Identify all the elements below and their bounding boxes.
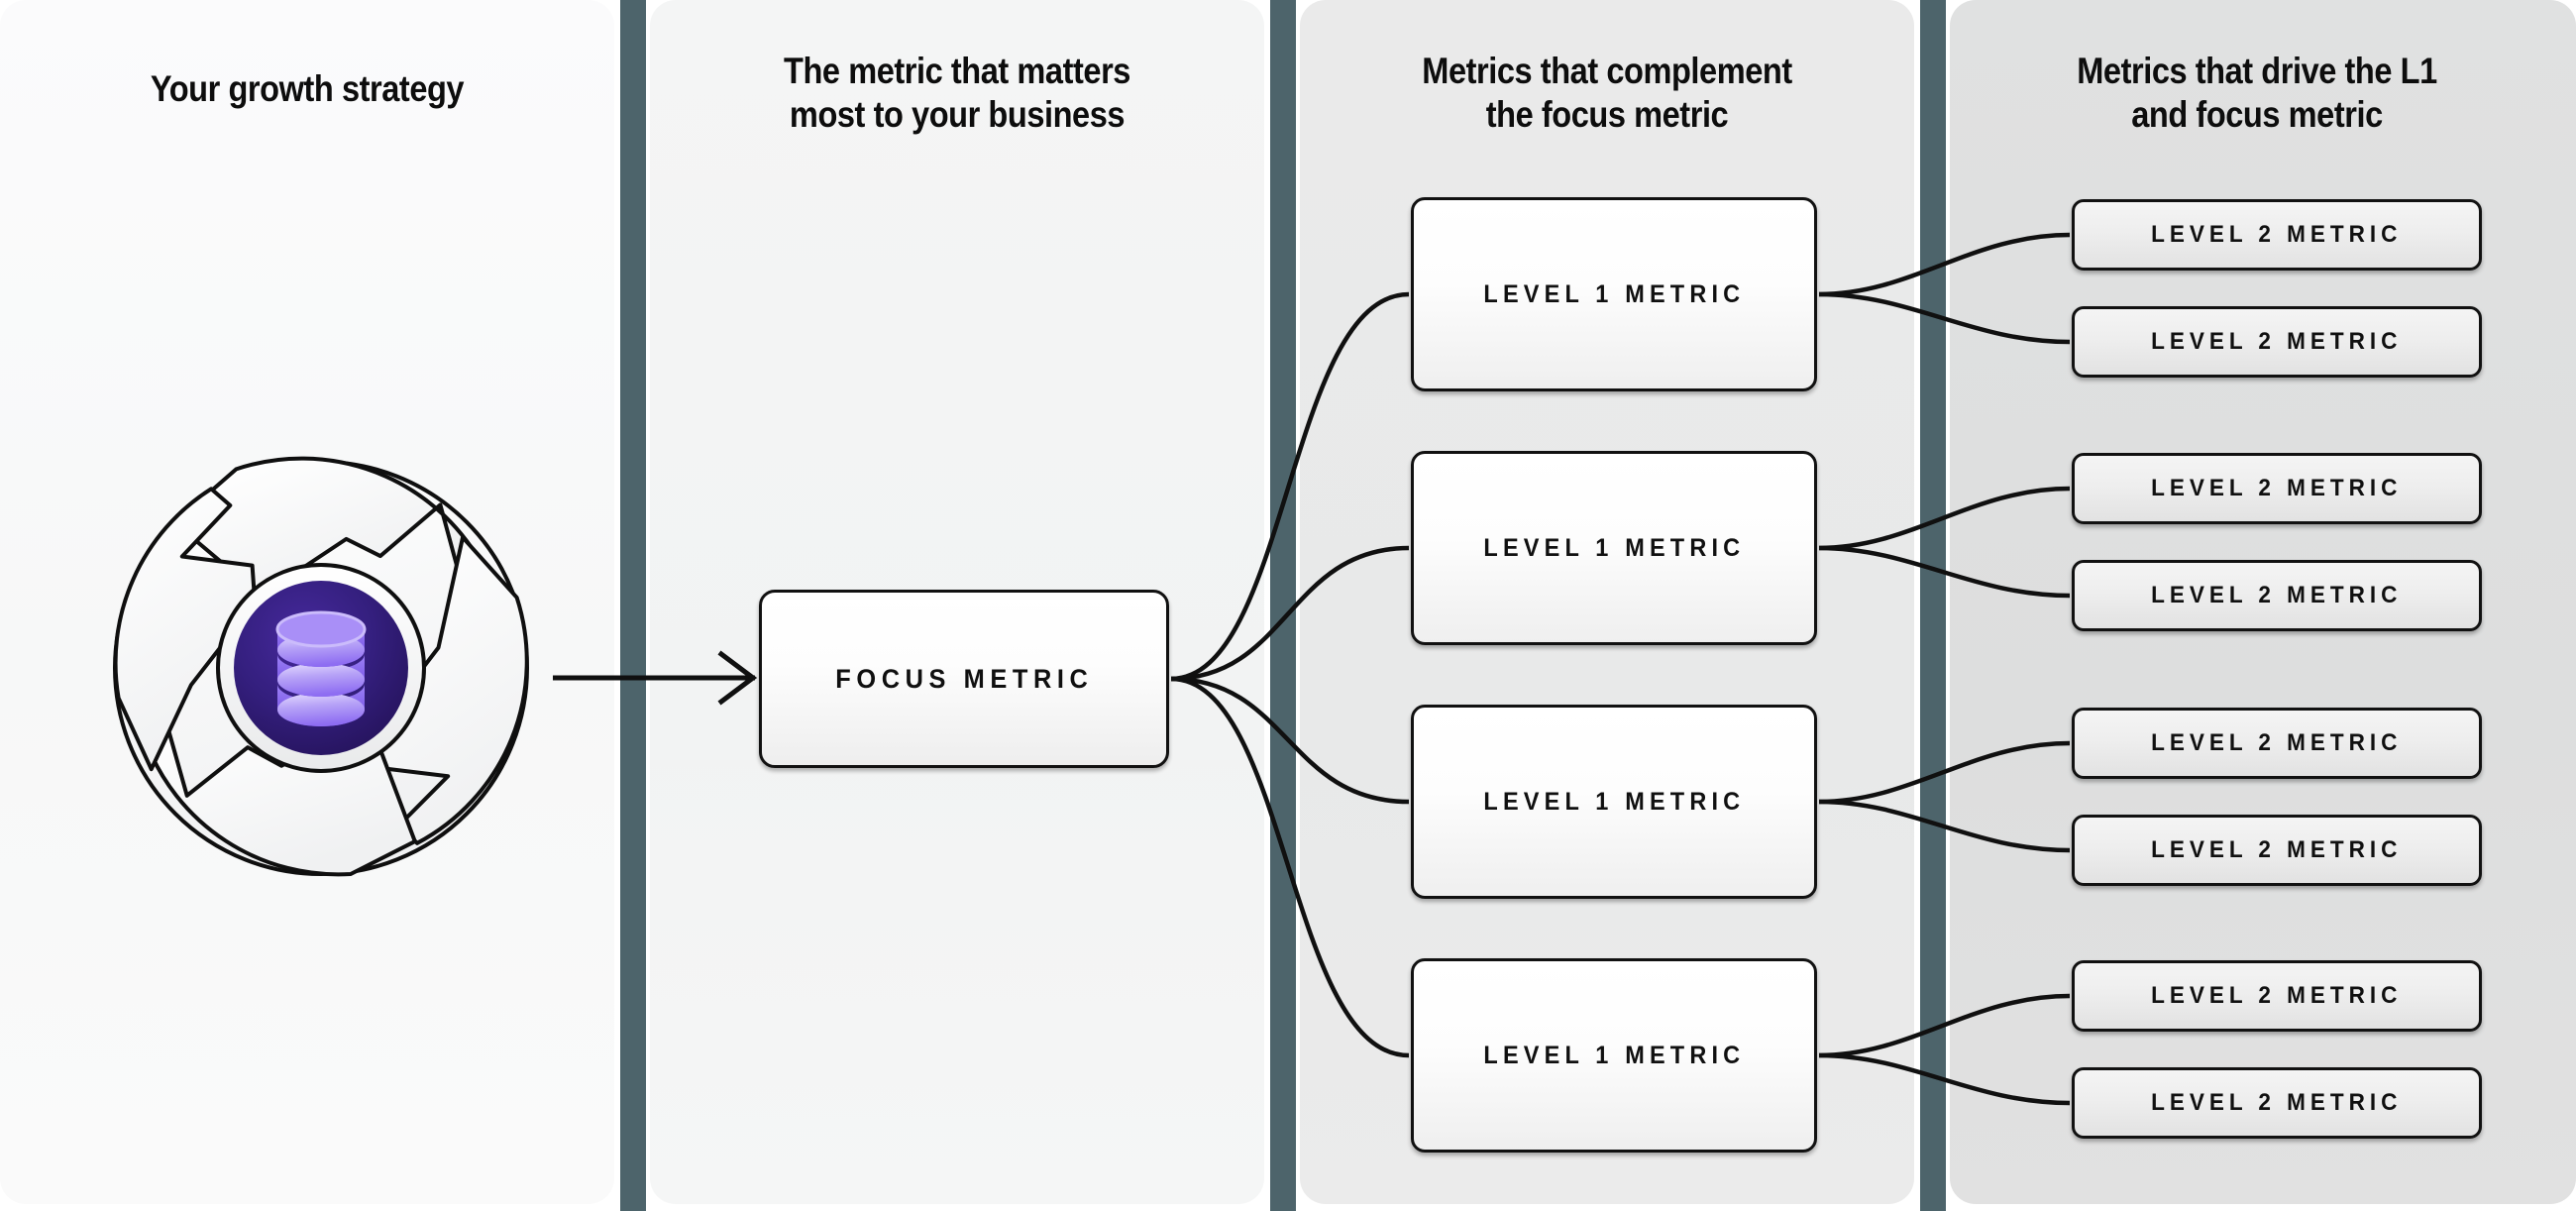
level1-metric-label: LEVEL 1 METRIC [1483, 1041, 1745, 1069]
level2-metric-label: LEVEL 2 METRIC [2151, 221, 2403, 248]
level2-metric-label: LEVEL 2 METRIC [2151, 582, 2403, 608]
level1-metric-label: LEVEL 1 METRIC [1483, 279, 1745, 308]
level2-metric-label: LEVEL 2 METRIC [2151, 328, 2403, 355]
level1-metric-label: LEVEL 1 METRIC [1483, 533, 1745, 562]
level1-metric-label: LEVEL 1 METRIC [1483, 787, 1745, 816]
level1-metric-box[interactable]: LEVEL 1 METRIC [1411, 197, 1817, 391]
level2-metric-box[interactable]: LEVEL 2 METRIC [2072, 708, 2482, 779]
level2-metric-box[interactable]: LEVEL 2 METRIC [2072, 560, 2482, 631]
level2-metric-label: LEVEL 2 METRIC [2151, 836, 2403, 863]
level1-metric-box[interactable]: LEVEL 1 METRIC [1411, 958, 1817, 1153]
column-title-focus-metric: The metric that matters most to your bus… [784, 51, 1130, 135]
level2-metric-label: LEVEL 2 METRIC [2151, 982, 2403, 1009]
column-divider-2 [1270, 0, 1296, 1211]
level2-metric-box[interactable]: LEVEL 2 METRIC [2072, 199, 2482, 271]
level2-metric-box[interactable]: LEVEL 2 METRIC [2072, 815, 2482, 886]
level2-metric-box[interactable]: LEVEL 2 METRIC [2072, 306, 2482, 378]
column-title-growth-strategy: Your growth strategy [150, 68, 465, 109]
level2-metric-label: LEVEL 2 METRIC [2151, 475, 2403, 501]
level2-metric-label: LEVEL 2 METRIC [2151, 1089, 2403, 1116]
level2-metric-box[interactable]: LEVEL 2 METRIC [2072, 960, 2482, 1032]
column-title-driver-metrics: Metrics that drive the L1 and focus metr… [2077, 51, 2437, 135]
level2-metric-box[interactable]: LEVEL 2 METRIC [2072, 1067, 2482, 1139]
focus-metric-box[interactable]: FOCUS METRIC [759, 590, 1169, 768]
focus-metric-label: FOCUS METRIC [834, 663, 1094, 694]
column-divider-1 [620, 0, 646, 1211]
level2-metric-box[interactable]: LEVEL 2 METRIC [2072, 453, 2482, 524]
aperture-database-icon [113, 456, 529, 877]
column-title-complement-metrics: Metrics that complement the focus metric [1422, 51, 1792, 135]
level1-metric-box[interactable]: LEVEL 1 METRIC [1411, 705, 1817, 899]
level2-metric-label: LEVEL 2 METRIC [2151, 729, 2403, 756]
level1-metric-box[interactable]: LEVEL 1 METRIC [1411, 451, 1817, 645]
column-divider-3 [1920, 0, 1946, 1211]
